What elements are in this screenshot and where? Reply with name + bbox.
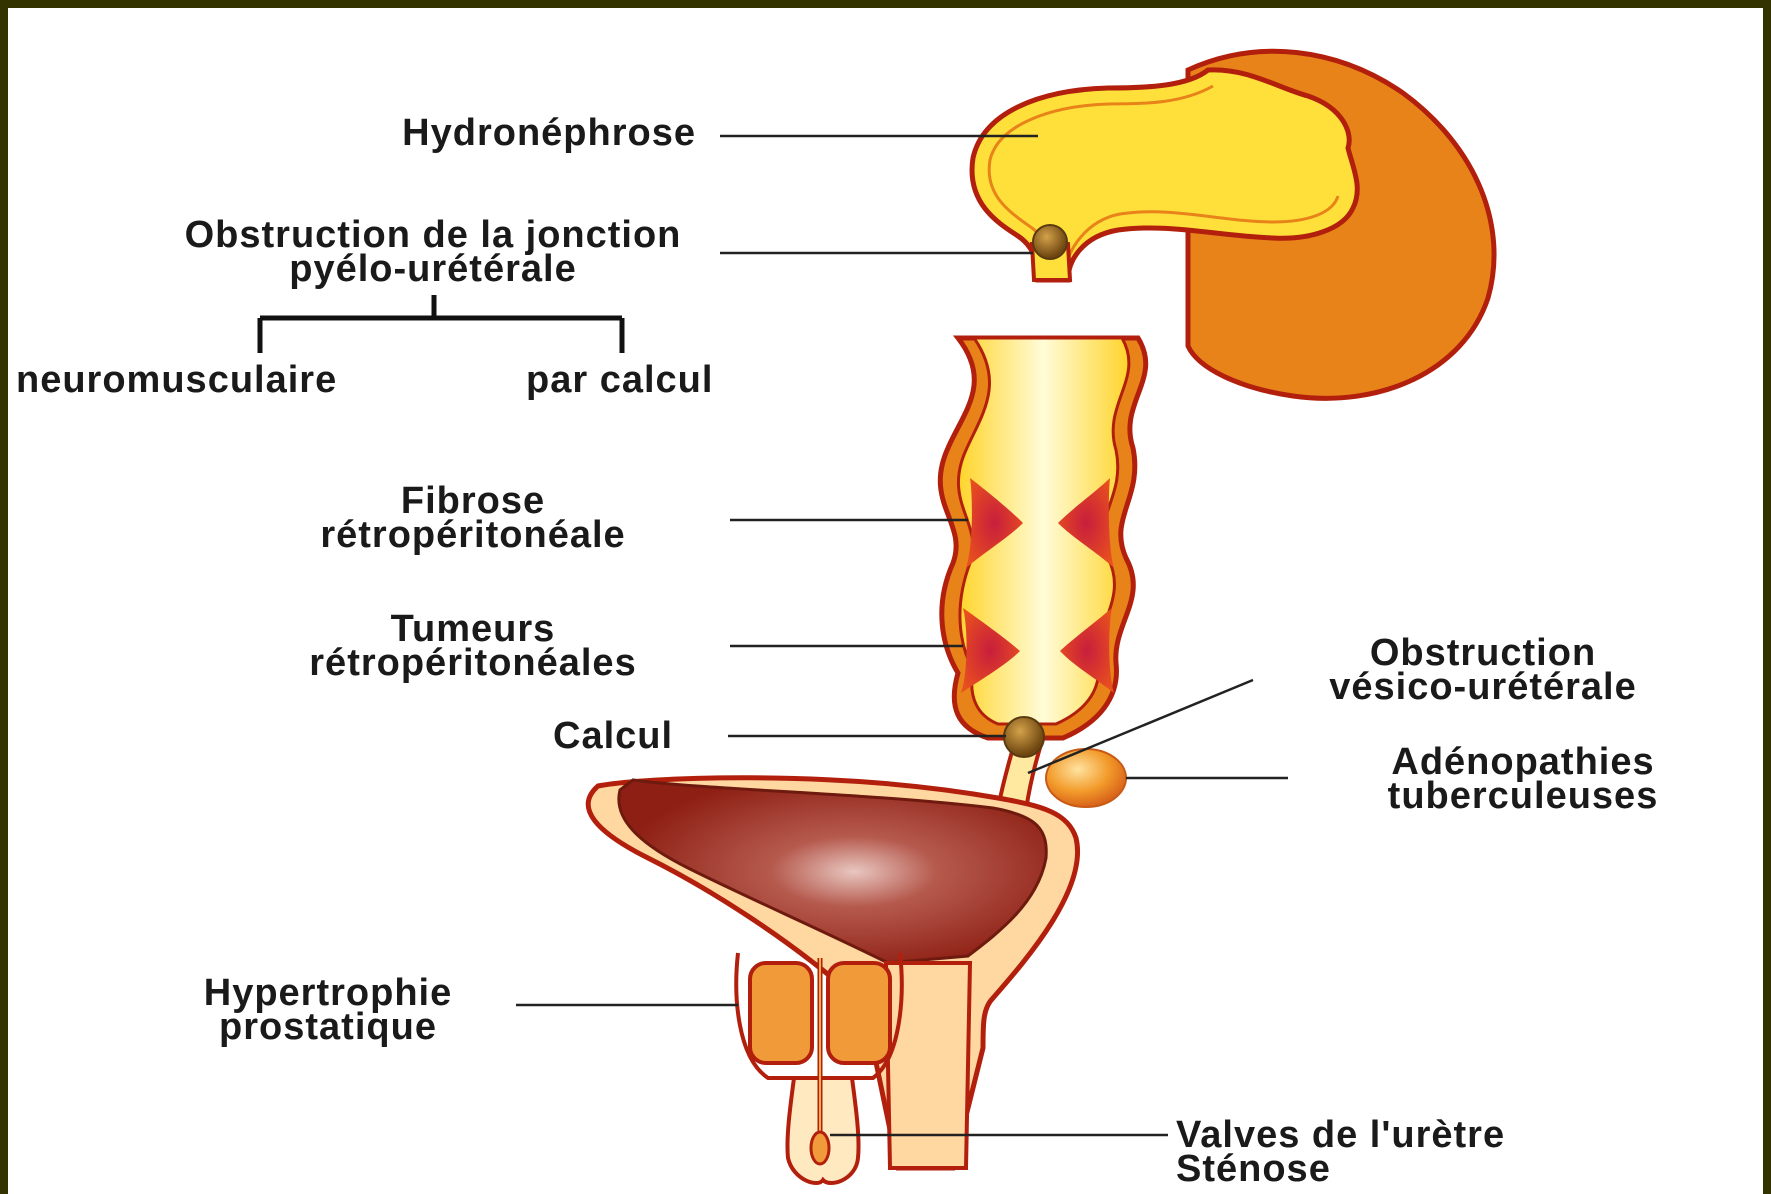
- label-neuromusculaire: neuromusculaire: [16, 363, 337, 397]
- label-valves-line1: Valves de l'urètre: [1176, 1118, 1505, 1152]
- upj-stone: [1033, 225, 1067, 259]
- label-adenopathies: Adénopathies tuberculeuses: [1303, 745, 1743, 813]
- label-tumeurs-line2: rétropéritonéales: [213, 646, 733, 680]
- label-jonction: Obstruction de la jonction pyélo-urétéra…: [63, 218, 803, 286]
- label-fibrose-line1: Fibrose: [238, 484, 708, 518]
- label-calcul: Calcul: [553, 719, 673, 753]
- label-valves-line2: Sténose: [1176, 1152, 1505, 1186]
- label-hydronephrose-text: Hydronéphrose: [402, 116, 696, 150]
- label-hypertrophie: Hypertrophie prostatique: [128, 976, 528, 1044]
- label-vesico-line1: Obstruction: [1248, 636, 1718, 670]
- tuberculous-node: [1046, 749, 1126, 807]
- prostate-right-lobe: [828, 963, 890, 1063]
- label-adenopathies-line2: tuberculeuses: [1303, 779, 1743, 813]
- urethra: [787, 1078, 858, 1183]
- label-vesico-line2: vésico-urétérale: [1248, 670, 1718, 704]
- label-hypertrophie-line2: prostatique: [128, 1010, 528, 1044]
- label-tumeurs-line1: Tumeurs: [213, 612, 733, 646]
- bladder-group: [588, 778, 1077, 1183]
- label-adenopathies-line1: Adénopathies: [1303, 745, 1743, 779]
- label-hypertrophie-line1: Hypertrophie: [128, 976, 528, 1010]
- urethral-valve: [811, 1132, 829, 1164]
- bladder-neck: [886, 963, 970, 1168]
- label-calcul-text: Calcul: [553, 719, 673, 753]
- label-par-calcul: par calcul: [526, 363, 713, 397]
- diagram-frame: Hydronéphrose Obstruction de la jonction…: [8, 8, 1763, 1194]
- ureteral-stone: [1004, 717, 1044, 757]
- label-tumeurs: Tumeurs rétropéritonéales: [213, 612, 733, 680]
- label-neuromusculaire-text: neuromusculaire: [16, 363, 337, 397]
- label-hydronephrose: Hydronéphrose: [402, 116, 696, 150]
- prostate-left-lobe: [750, 963, 812, 1063]
- label-fibrose: Fibrose rétropéritonéale: [238, 484, 708, 552]
- label-par-calcul-text: par calcul: [526, 363, 713, 397]
- label-jonction-line1: Obstruction de la jonction: [63, 218, 803, 252]
- classification-bracket: [260, 295, 622, 353]
- label-fibrose-line2: rétropéritonéale: [238, 518, 708, 552]
- label-jonction-line2: pyélo-urétérale: [63, 252, 803, 286]
- label-valves: Valves de l'urètre Sténose: [1176, 1118, 1505, 1186]
- label-vesico: Obstruction vésico-urétérale: [1248, 636, 1718, 704]
